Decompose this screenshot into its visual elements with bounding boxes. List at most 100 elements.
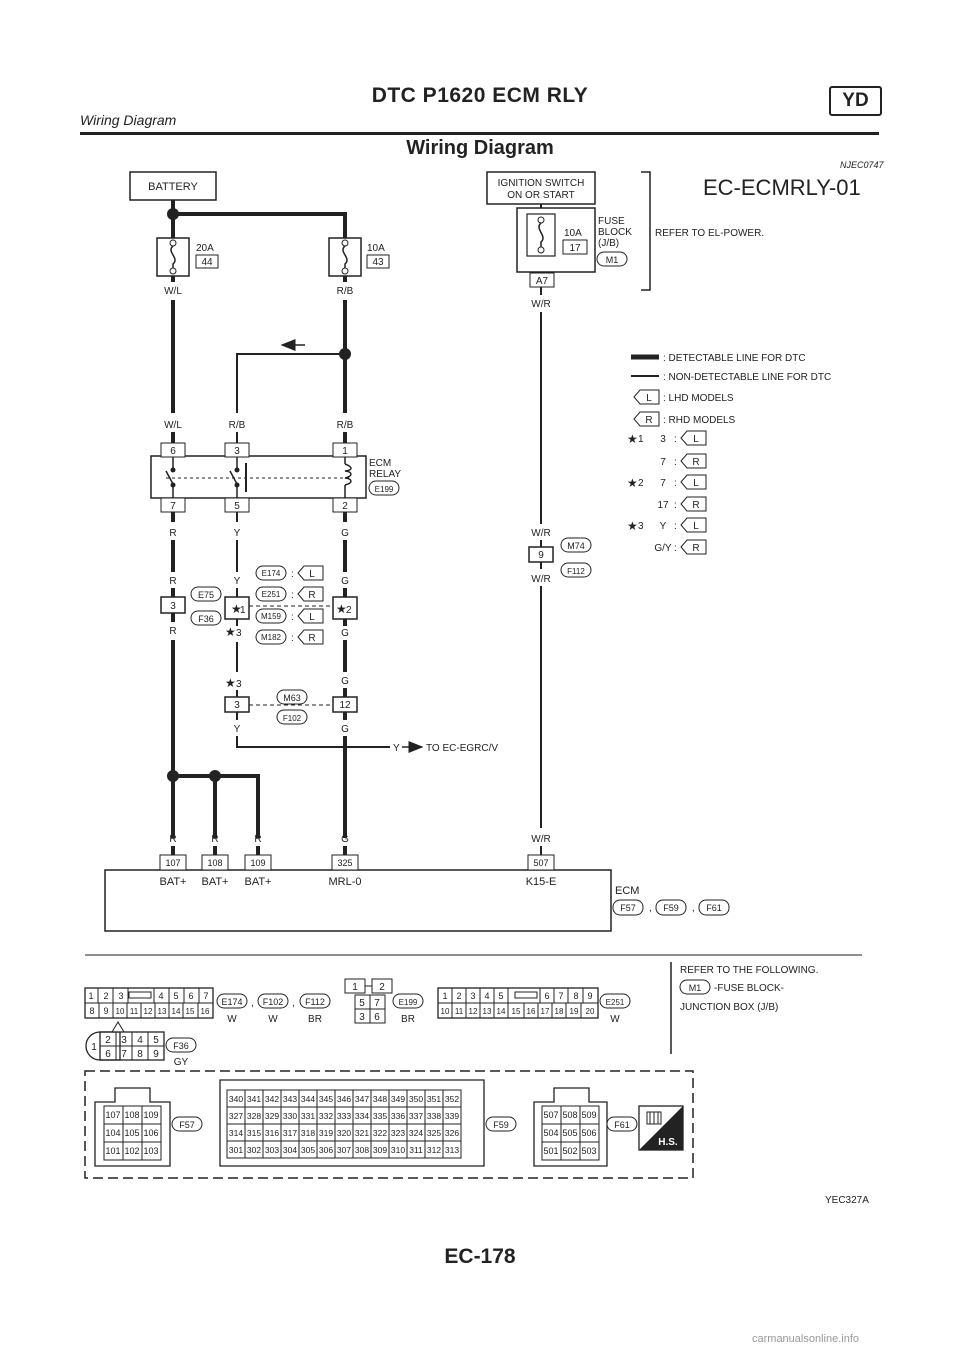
relay-name-1: ECM (369, 458, 391, 469)
svg-text:M159: M159 (261, 612, 282, 621)
svg-text:333: 333 (337, 1111, 351, 1121)
relay-pin-1: 1 (342, 446, 348, 457)
c3-color: W (610, 1014, 620, 1025)
joint-c-wire-g-in: G (341, 676, 349, 687)
svg-text:320: 320 (337, 1128, 351, 1138)
svg-text:323: 323 (391, 1128, 405, 1138)
svg-text:1: 1 (352, 982, 358, 993)
svg-text:302: 302 (247, 1145, 261, 1155)
connector-f61: 507 508 509 504 505 506 501 502 503 (533, 1087, 608, 1167)
c4-color: GY (174, 1057, 189, 1068)
svg-text:5: 5 (173, 991, 178, 1001)
ecm-pin-325: 325 MRL-0 (328, 854, 362, 888)
joint-c-star3: 3 (236, 679, 242, 690)
svg-text:9: 9 (103, 1006, 108, 1016)
relay-wire-1: R/B (337, 420, 354, 431)
joint-c-conn-1: M63 (283, 693, 301, 703)
joint-c-conn-2: F102 (283, 714, 302, 723)
f59-row-3: 314 315 316 317 318 319 320 321 322 323 … (229, 1128, 459, 1138)
svg-text:18: 18 (555, 1007, 564, 1016)
svg-text:11: 11 (130, 1007, 139, 1016)
svg-text:7: 7 (558, 991, 563, 1001)
f59-row-2: 327 328 329 330 331 332 333 334 335 336 … (229, 1111, 459, 1121)
hs-connector-icon: H.S. (638, 1105, 684, 1151)
battery-label: BATTERY (148, 181, 198, 193)
svg-text:308: 308 (355, 1145, 369, 1155)
legend-detectable: : DETECTABLE LINE FOR DTC (663, 353, 806, 364)
c1-name-1: E174 (221, 997, 242, 1007)
svg-text:16: 16 (201, 1007, 210, 1016)
svg-text:L: L (693, 478, 699, 489)
connector-f36: 1 2 3 4 5 6 7 8 9 (85, 1021, 165, 1061)
fuse-43-rating: 10A (367, 243, 385, 254)
fuse-17-terminal: A7 (536, 276, 549, 287)
page-header-subtitle: Wiring Diagram (80, 112, 177, 128)
f59-row-1: 340 341 342 343 344 345 346 347 348 349 … (229, 1094, 459, 1104)
svg-text:107: 107 (105, 1110, 120, 1120)
connector-f59: 340 341 342 343 344 345 346 347 348 349 … (219, 1079, 485, 1167)
svg-text:M182: M182 (261, 633, 282, 642)
svg-text:313: 313 (445, 1145, 459, 1155)
svg-text:507: 507 (533, 858, 548, 868)
figure-code: YEC327A (825, 1195, 869, 1206)
joint-d-pin: 9 (538, 550, 544, 561)
ecm-conn-3: F61 (706, 903, 722, 913)
ecm-wire-108: R (211, 834, 218, 845)
svg-text:349: 349 (391, 1094, 405, 1104)
svg-text:4: 4 (484, 991, 489, 1001)
wire-label-wr-top: W/R (531, 299, 550, 310)
svg-text:340: 340 (229, 1094, 243, 1104)
svg-text::: : (674, 434, 677, 445)
svg-text:7: 7 (374, 998, 380, 1009)
svg-text:321: 321 (355, 1128, 369, 1138)
svg-text:14: 14 (497, 1007, 506, 1016)
svg-text:503: 503 (581, 1146, 596, 1156)
svg-text:★: ★ (225, 676, 236, 690)
svg-text:328: 328 (247, 1111, 261, 1121)
svg-text:11: 11 (455, 1007, 464, 1016)
svg-text:329: 329 (265, 1111, 279, 1121)
svg-text:341: 341 (247, 1094, 261, 1104)
joint-d-conn-1: M74 (567, 541, 585, 551)
svg-text:19: 19 (570, 1007, 579, 1016)
fuse-17: 10A 17 A7 (516, 207, 596, 288)
svg-text:337: 337 (409, 1111, 423, 1121)
fuse-17-number: 17 (569, 243, 581, 254)
wire-label-wl: W/L (164, 286, 182, 297)
svg-text:14: 14 (172, 1007, 181, 1016)
svg-text::: : (674, 478, 677, 489)
svg-text::: : (291, 569, 294, 580)
egrc-label: TO EC-EGRC/V (426, 743, 498, 754)
joint-b-star3: 3 (236, 628, 242, 639)
page-number: EC-178 (444, 1245, 516, 1268)
f57-name: F57 (179, 1120, 195, 1130)
ecm-pin-108: 108 BAT+ (201, 854, 229, 888)
svg-text:L: L (646, 393, 652, 404)
fuse-block-label-2: BLOCK (598, 227, 632, 238)
svg-text:342: 342 (265, 1094, 279, 1104)
svg-text:3: 3 (121, 1035, 127, 1046)
fuse-44-number: 44 (201, 257, 213, 268)
svg-text::: : (291, 590, 294, 601)
svg-text:L: L (309, 612, 315, 623)
svg-text::: : (291, 633, 294, 644)
svg-text:2: 2 (638, 478, 644, 489)
splice-bat-1 (167, 770, 179, 782)
svg-text:1: 1 (442, 991, 447, 1001)
svg-text:3: 3 (660, 434, 666, 445)
joint-a-pin: 3 (170, 601, 176, 612)
svg-text:317: 317 (283, 1128, 297, 1138)
fuse-block-conn: M1 (606, 255, 619, 265)
svg-text:4: 4 (137, 1035, 143, 1046)
svg-text:10: 10 (441, 1007, 450, 1016)
fuse-43-number: 43 (372, 257, 384, 268)
svg-text:7: 7 (203, 991, 208, 1001)
svg-text::: : (674, 543, 677, 554)
svg-text:505: 505 (562, 1128, 577, 1138)
svg-text:6: 6 (544, 991, 549, 1001)
svg-text:R: R (692, 543, 699, 554)
ecm-pin-107: 107 BAT+ (159, 854, 187, 888)
joint-b-star2: 2 (346, 605, 352, 616)
relay-pin-2: 2 (342, 501, 348, 512)
svg-text:346: 346 (337, 1094, 351, 1104)
